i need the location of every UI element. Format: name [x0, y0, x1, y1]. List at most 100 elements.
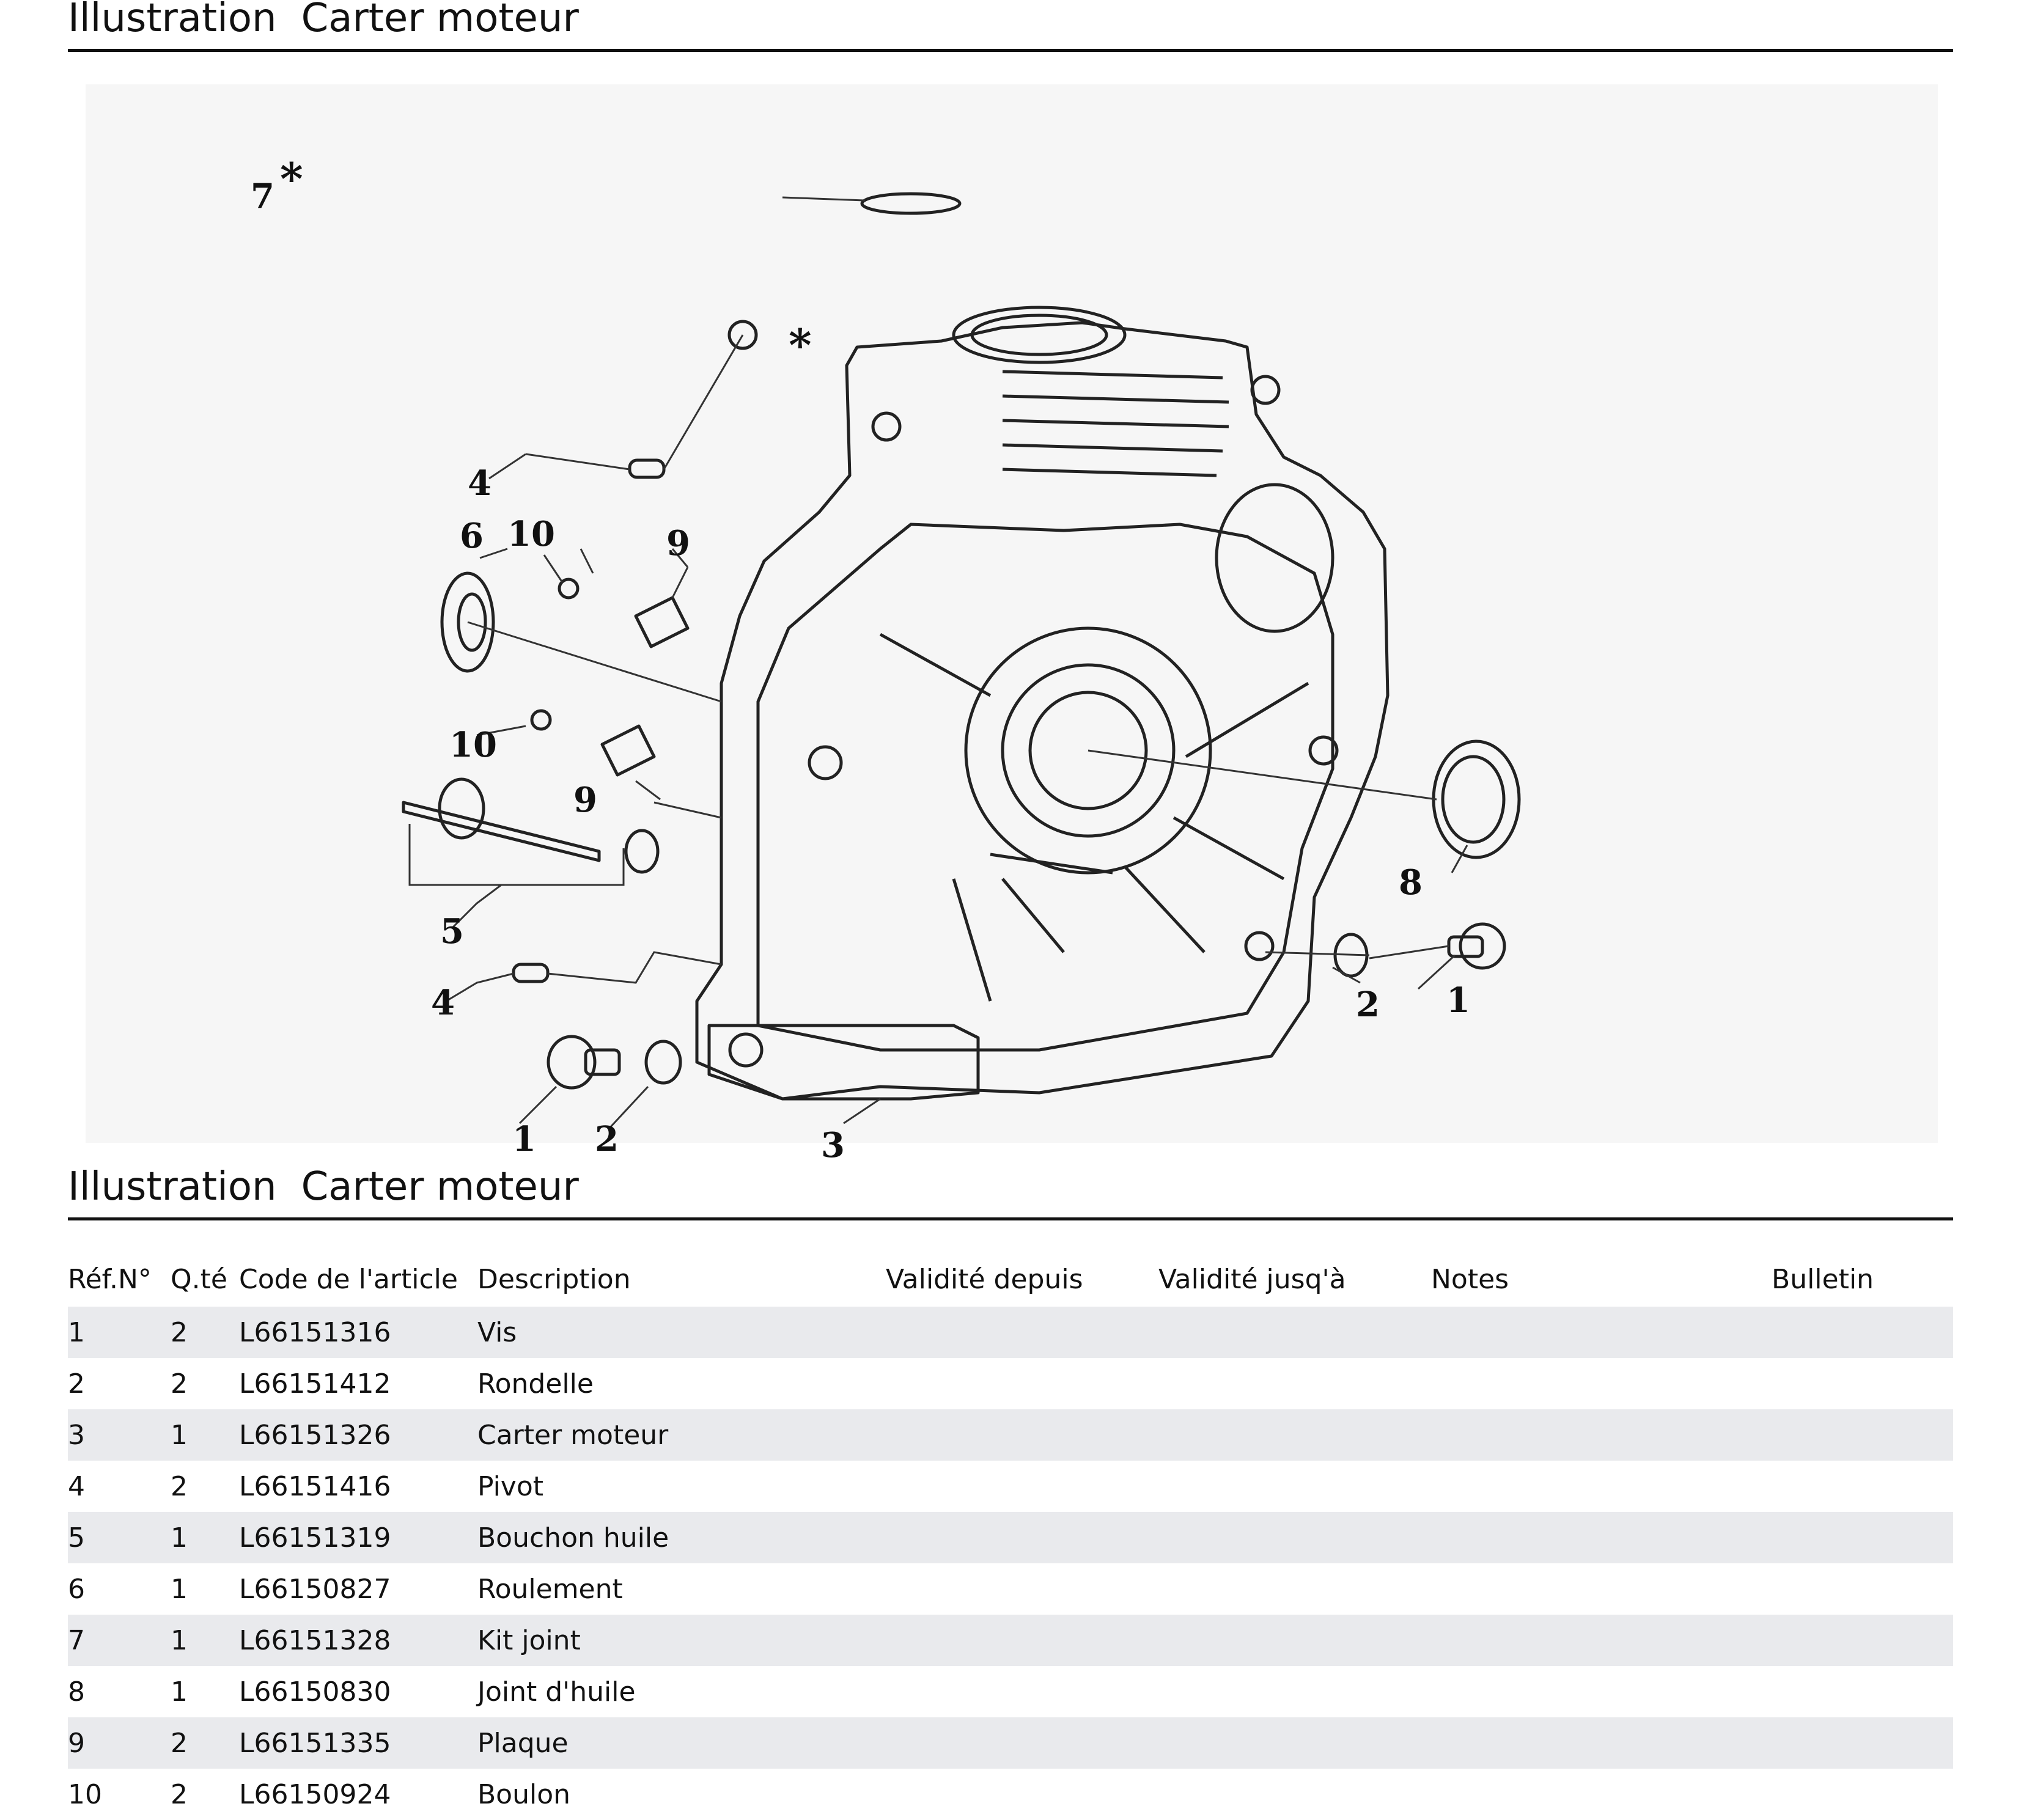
boss-7 [808, 745, 843, 780]
cell-description: Joint d'huile [477, 1676, 636, 1708]
cell-qty: 1 [171, 1573, 188, 1605]
cell-notes [1431, 1666, 1772, 1717]
cell-description: Plaque [477, 1717, 886, 1769]
cell-bulletin [1772, 1615, 1953, 1666]
cell-valid-from [886, 1512, 1158, 1563]
cylinder-top-inner [970, 314, 1108, 356]
part-5-oring [624, 829, 660, 874]
cell-valid-to [1158, 1461, 1431, 1512]
part-4-pin-bottom [512, 963, 550, 983]
cell-qty: 2 [171, 1470, 188, 1502]
part-6-seal [440, 571, 495, 673]
cell-qty: 2 [171, 1717, 239, 1769]
part-group-label: 7 [251, 176, 274, 216]
boss-5 [1244, 931, 1275, 961]
cell-notes [1431, 1615, 1772, 1666]
cell-valid-from [886, 1461, 1158, 1512]
crankcase-ribs [879, 633, 1309, 1002]
cylinder-top [952, 306, 1127, 364]
cell-ref: 10 [68, 1778, 102, 1810]
cell-qty: 1 [171, 1409, 239, 1461]
cell-valid-to [1158, 1563, 1431, 1615]
callout-10-top: 10 [507, 514, 555, 554]
part-group-asterisk: * [280, 153, 303, 205]
callout-10-bottom: 10 [449, 725, 497, 765]
cell-valid-from [886, 1666, 1158, 1717]
part-1-screw-bottom-thread [584, 1048, 621, 1076]
boss-2 [871, 411, 902, 442]
col-notes-header: Notes [1431, 1263, 1509, 1295]
cell-code: L66150830 [239, 1676, 391, 1708]
part-9-plate-top [634, 596, 690, 648]
cell-valid-to [1158, 1666, 1431, 1717]
cell-valid-to [1158, 1358, 1431, 1409]
callout-6: 6 [460, 516, 484, 556]
cell-notes [1431, 1409, 1772, 1461]
part-1-screw-right-thread [1447, 935, 1484, 958]
cell-code: L66151416 [239, 1470, 391, 1502]
side-opening [1215, 483, 1334, 633]
callout-2-right: 2 [1356, 985, 1380, 1025]
part-1-screw-bottom [547, 1035, 597, 1090]
cell-qty: 2 [171, 1307, 239, 1358]
cell-valid-to [1158, 1769, 1431, 1820]
boss-1 [727, 320, 758, 350]
callout-4-bottom: 4 [431, 983, 455, 1023]
cell-qty: 1 [171, 1512, 239, 1563]
callout-4-top: 4 [468, 463, 491, 504]
col-ref-header: Réf.N° [68, 1263, 152, 1295]
cell-qty: 1 [171, 1615, 239, 1666]
cell-ref: 5 [68, 1512, 171, 1563]
table-row: 8 1 L66150830 Joint d'huile [68, 1666, 1953, 1717]
cell-ref: 2 [68, 1368, 85, 1400]
table-header-row: Réf.N° Q.té Code de l'article Descriptio… [68, 1252, 1953, 1307]
cell-qty: 1 [171, 1676, 188, 1708]
cell-notes [1431, 1769, 1772, 1820]
heading-label: Illustration [68, 1164, 277, 1209]
cell-bulletin [1772, 1717, 1953, 1769]
bearing-bore [1028, 691, 1148, 810]
cell-description: Roulement [477, 1573, 623, 1605]
crankcase-inner-frame [756, 523, 1334, 1052]
parts-table: Réf.N° Q.té Code de l'article Descriptio… [68, 1252, 1953, 1820]
part-5-dipstick [402, 801, 601, 862]
cell-code: L66150827 [239, 1573, 391, 1605]
cell-ref: 7 [68, 1615, 171, 1666]
cell-valid-from [886, 1307, 1158, 1358]
part-2-washer-bottom [644, 1040, 682, 1085]
cell-ref: 3 [68, 1409, 171, 1461]
cell-code: L66151335 [239, 1717, 477, 1769]
col-qty-header: Q.té [171, 1263, 227, 1295]
exploded-diagram: 7 * * 4 6 10 9 10 9 5 4 8 2 1 1 2 3 [86, 84, 1938, 1165]
col-valid-to-header: Validité jusq'à [1158, 1263, 1346, 1295]
cell-ref: 8 [68, 1676, 85, 1708]
cell-bulletin [1772, 1307, 1953, 1358]
col-description-header: Description [477, 1263, 631, 1295]
gasket-part [860, 192, 962, 215]
cell-valid-to [1158, 1409, 1431, 1461]
cell-notes [1431, 1717, 1772, 1769]
cell-bulletin [1772, 1563, 1953, 1615]
crankcase-outline [695, 321, 1390, 1101]
cell-ref: 1 [68, 1307, 171, 1358]
boss-3 [1250, 375, 1281, 405]
boss-4 [1308, 735, 1339, 766]
cell-valid-to [1158, 1512, 1431, 1563]
gasket-asterisk: * [789, 319, 812, 371]
callout-1-right: 1 [1446, 980, 1470, 1021]
cell-bulletin [1772, 1666, 1953, 1717]
crankcase-base [707, 1024, 980, 1101]
bearing-housing-outer [964, 626, 1212, 875]
cell-notes [1431, 1307, 1772, 1358]
callout-1-bottom: 1 [512, 1119, 536, 1159]
cooling-fins [1002, 370, 1229, 477]
cell-description: Bouchon huile [477, 1512, 886, 1563]
